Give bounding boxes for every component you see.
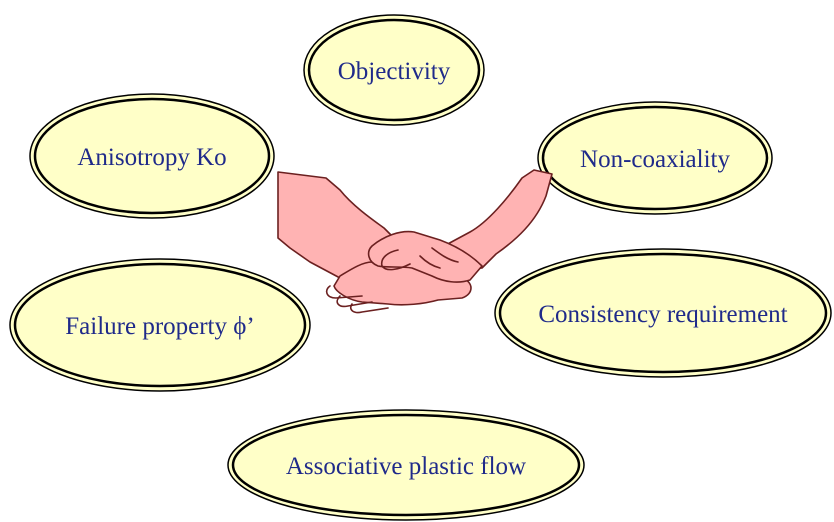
bubble-failure-property: Failure property ϕ’ <box>9 258 311 392</box>
bubble-label-failure-property: Failure property ϕ’ <box>65 313 255 340</box>
bubble-label-consistency-requirement: Consistency requirement <box>538 301 787 328</box>
bubble-objectivity: Objectivity <box>303 14 485 126</box>
bubble-anisotropy: Anisotropy Ko <box>29 93 275 219</box>
handshake-icon <box>277 169 553 314</box>
bubble-consistency-requirement: Consistency requirement <box>494 248 832 378</box>
bubble-non-coaxiality: Non-coaxiality <box>537 101 773 215</box>
bubble-associative-plastic-flow: Associative plastic flow <box>227 409 585 521</box>
bubble-label-associative-plastic-flow: Associative plastic flow <box>286 453 526 480</box>
bubble-label-non-coaxiality: Non-coaxiality <box>580 146 730 173</box>
bubble-label-anisotropy: Anisotropy Ko <box>77 144 226 171</box>
bubble-label-objectivity: Objectivity <box>338 58 451 85</box>
